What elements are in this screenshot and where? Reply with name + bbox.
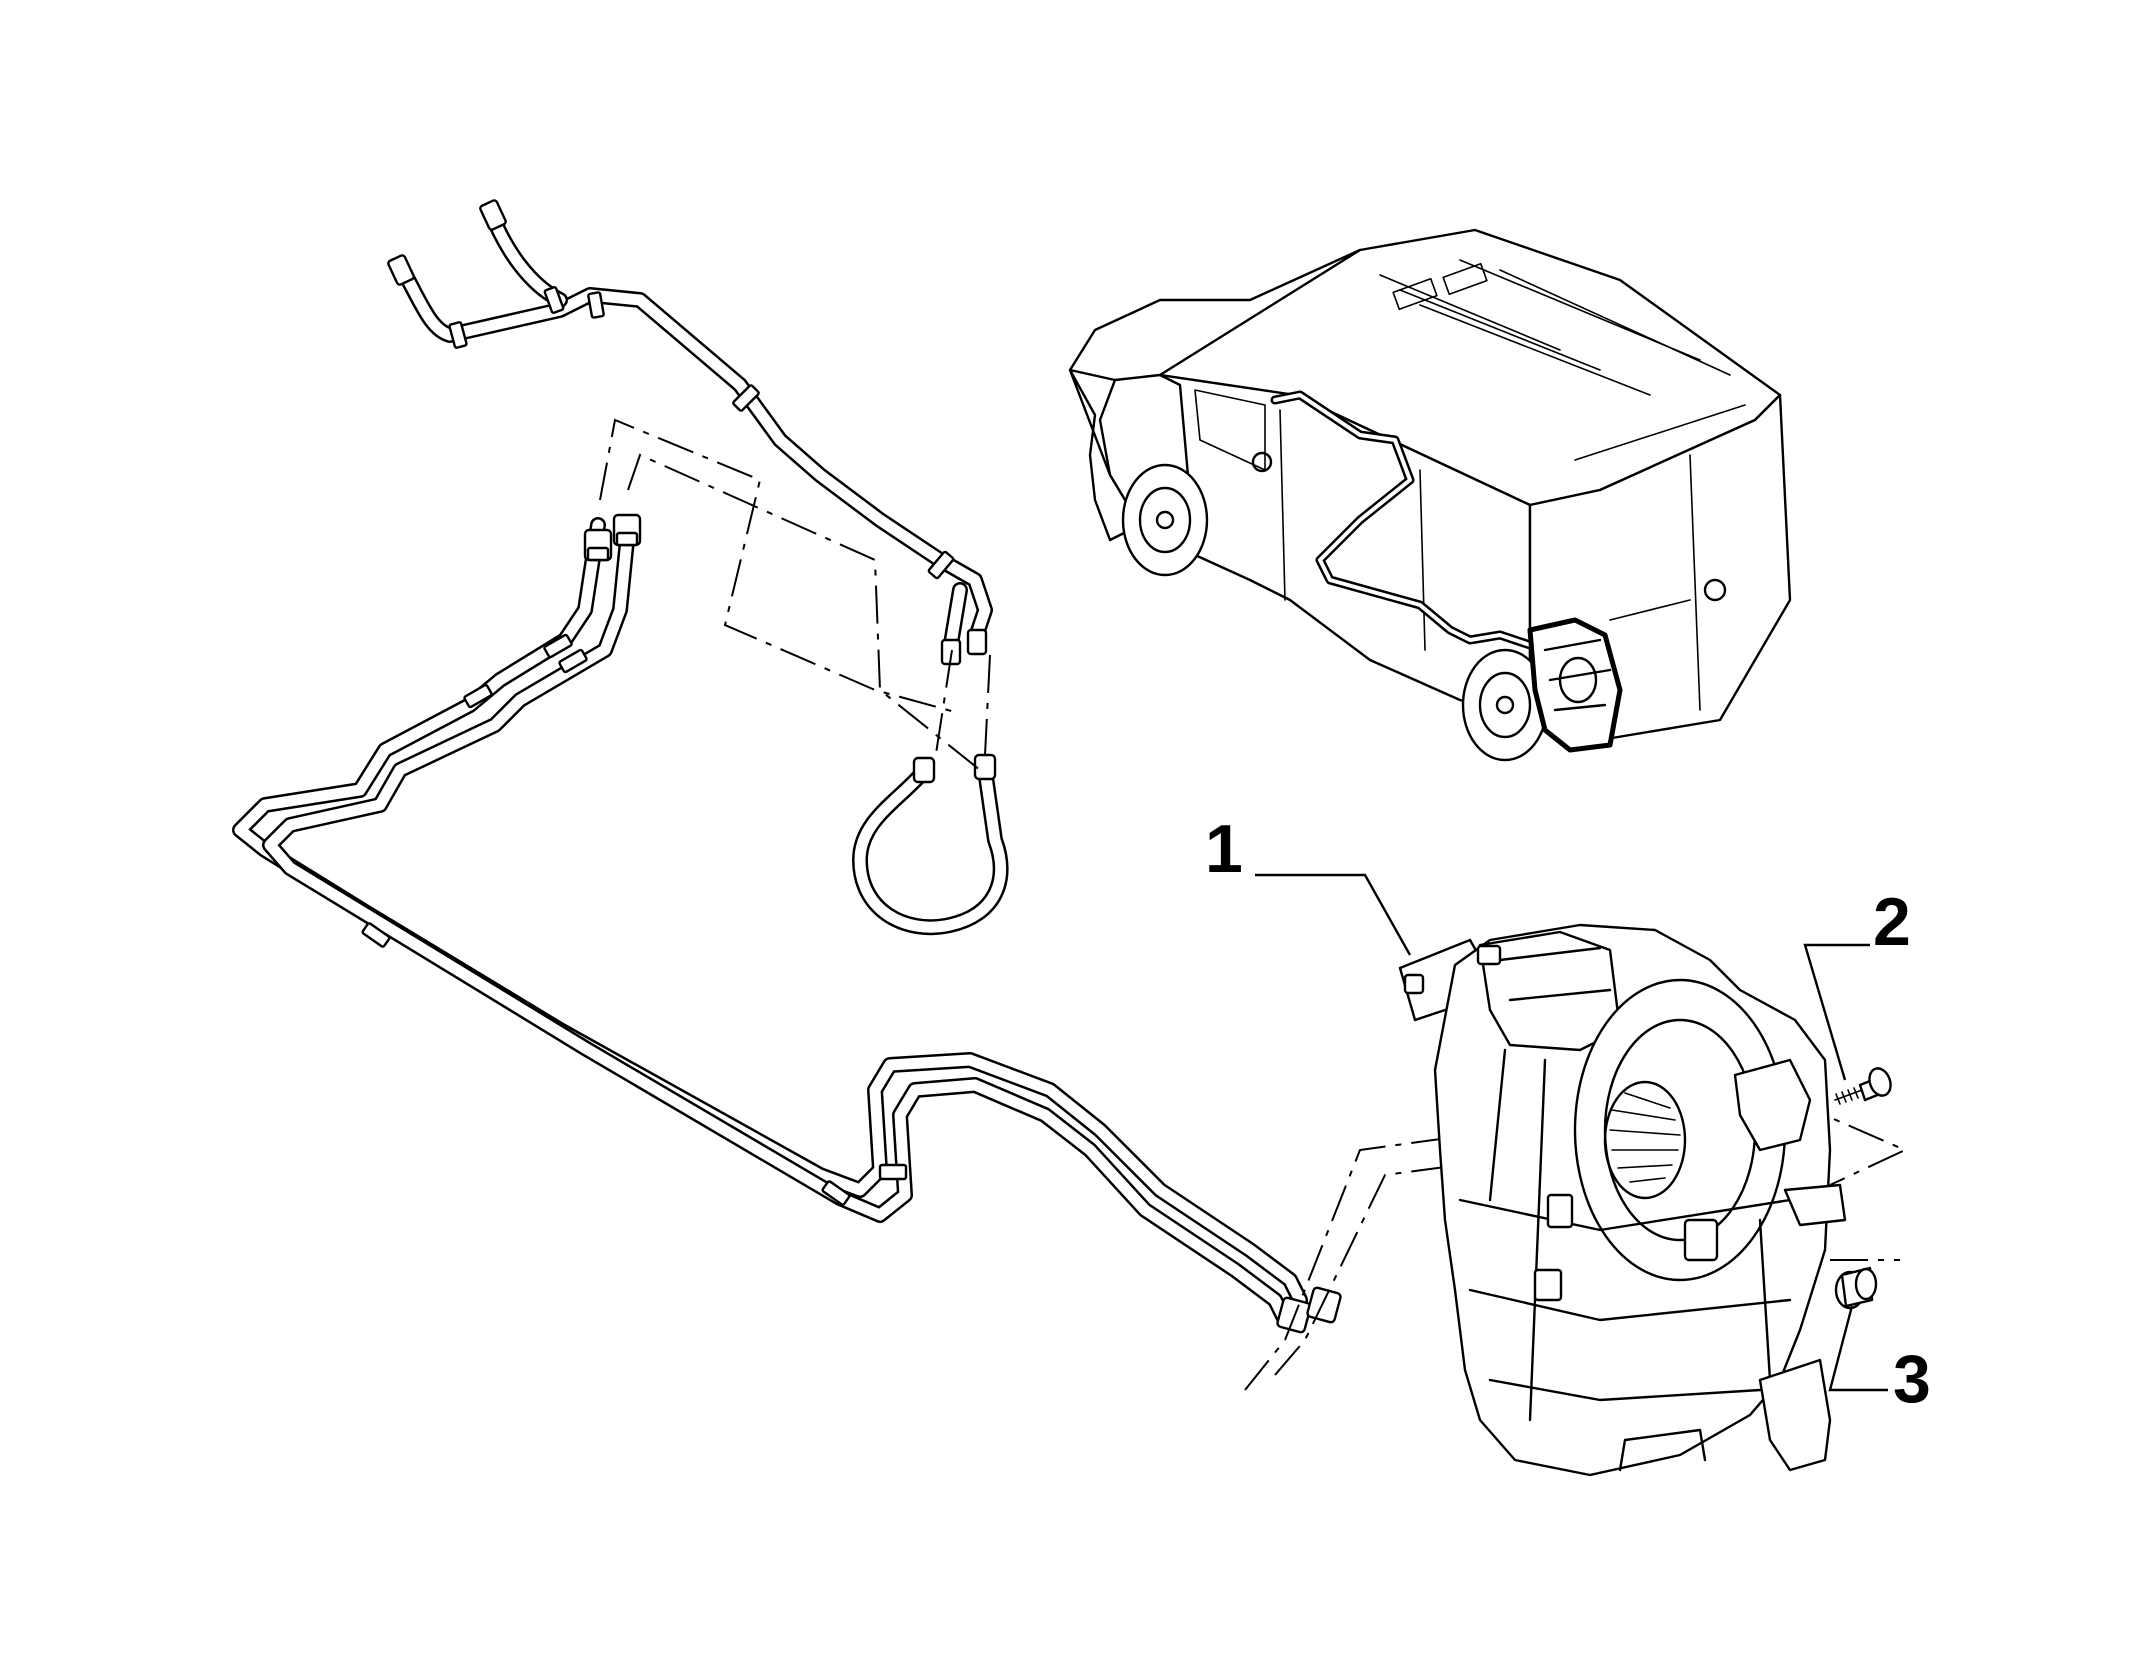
hose-clip — [543, 633, 573, 659]
callout-number-1: 1 — [1205, 811, 1243, 887]
van-heater-unit-location — [1527, 617, 1623, 753]
van-front-wheel — [1121, 463, 1209, 577]
callout-3: 3 — [1828, 1305, 1931, 1417]
upper-hose-fitting-right — [479, 199, 507, 231]
hose-clip — [558, 648, 588, 674]
hose-clip — [463, 683, 493, 709]
hose-clip — [543, 286, 565, 314]
hose-clip — [587, 291, 605, 319]
upper-hose-line — [392, 202, 993, 658]
hose-clip — [732, 384, 760, 412]
hose-clip — [927, 550, 955, 580]
hose-clip — [448, 321, 468, 349]
callout-1: 1 — [1205, 811, 1412, 956]
hose-clip — [821, 1180, 851, 1206]
callout-number-3: 3 — [1893, 1341, 1931, 1417]
hose-clip — [361, 922, 391, 948]
hose-clip — [966, 628, 988, 656]
heater-side-fitting-b — [1306, 1286, 1342, 1324]
van-body — [1068, 228, 1792, 742]
callout-number-2: 2 — [1873, 884, 1911, 960]
screw — [1834, 1067, 1892, 1105]
plug-bush — [1834, 1266, 1878, 1310]
callout-2: 2 — [1803, 884, 1911, 1081]
van-overview — [1068, 228, 1792, 762]
lower-hose-fitting-right — [612, 513, 642, 547]
heater-hose-assembly — [232, 199, 1908, 1391]
van-hose-route — [1270, 390, 1535, 650]
loop-hose — [852, 753, 1009, 936]
heater-blower-unit — [1398, 923, 1847, 1477]
assembly-guide-lines — [599, 418, 1908, 1391]
hose-clip — [878, 1163, 908, 1181]
lower-hose-fitting-left — [583, 528, 613, 562]
upper-hose-fitting-left — [387, 254, 415, 286]
